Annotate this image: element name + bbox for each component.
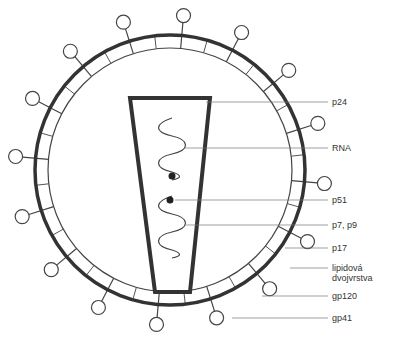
spike-knob (177, 9, 191, 23)
part-label: gp120 (332, 291, 392, 301)
spike-knob (9, 149, 23, 163)
part-label: p7, p9 (332, 220, 392, 230)
matrix-segment (155, 37, 156, 49)
part-label: lipidová dvojvrstva (332, 263, 384, 283)
part-label: p17 (332, 243, 392, 253)
matrix-segment (204, 41, 207, 53)
matrix-segment (133, 287, 136, 299)
matrix-segment (87, 265, 94, 274)
spike-knob (15, 210, 29, 224)
spike-knob (116, 15, 130, 29)
spike-knob (235, 26, 249, 40)
capsid (130, 98, 210, 292)
matrix-segment (37, 184, 49, 185)
matrix-segment (65, 87, 74, 94)
spike-knob (149, 317, 163, 331)
leader-lines (175, 102, 328, 318)
matrix-segment (277, 105, 287, 111)
enzyme-dot (167, 197, 174, 204)
matrix-segments (37, 37, 303, 303)
part-label: p51 (332, 195, 392, 205)
envelope-spikes (9, 9, 332, 332)
rna-strand (159, 118, 186, 180)
matrix-segment (287, 204, 299, 207)
matrix-segment (246, 65, 253, 74)
matrix-segment (53, 229, 63, 235)
matrix-segment (291, 155, 303, 156)
spike-knob (63, 44, 77, 58)
spike-knob (210, 311, 224, 325)
matrix-layer (48, 48, 292, 292)
spike-knob (91, 300, 105, 314)
matrix-segment (105, 53, 111, 63)
spike-knob (44, 263, 58, 277)
part-label: gp41 (332, 313, 392, 323)
lipid-bilayer (35, 35, 305, 305)
spike-knob (300, 235, 314, 249)
rna-strand (159, 196, 186, 258)
part-label: RNA (332, 143, 392, 153)
matrix-segment (41, 133, 53, 136)
enzyme-dot (169, 173, 176, 180)
spike-knob (317, 177, 331, 191)
part-label: p24 (332, 97, 392, 107)
spike-knob (282, 63, 296, 77)
spike-knob (263, 282, 277, 296)
matrix-segment (265, 246, 274, 253)
spike-knob (311, 116, 325, 130)
spike-knob (26, 91, 40, 105)
matrix-segment (229, 277, 235, 287)
